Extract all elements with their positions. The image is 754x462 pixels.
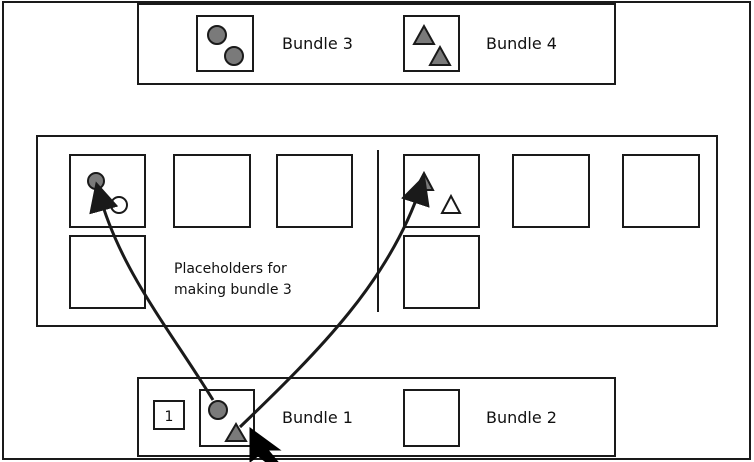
- bundle-2-tile[interactable]: [403, 389, 460, 447]
- placeholder-tile[interactable]: [622, 154, 700, 228]
- filled-circle-icon: [87, 172, 105, 190]
- drag-arrow-circle: [89, 181, 215, 401]
- empty-triangle-icon: [440, 193, 462, 214]
- placeholder-slot-triangles[interactable]: [403, 154, 480, 228]
- count-badge-frame: [153, 400, 185, 430]
- bundle-1-tile[interactable]: [199, 389, 255, 447]
- count-badge-value: 1: [165, 409, 174, 425]
- bundle-1-item[interactable]: Bundle 1: [199, 389, 353, 447]
- count-badge: 1: [153, 400, 185, 430]
- bundle-3-label: Bundle 3: [282, 34, 353, 53]
- bundle-3-tile[interactable]: [196, 15, 254, 72]
- triangle-icon: [224, 422, 248, 442]
- placeholder-tile[interactable]: [173, 154, 251, 228]
- arrow-cursor-icon: [249, 427, 282, 462]
- top-bundle-bar: Bundle 3 Bundle 4: [137, 3, 616, 85]
- bundle-2-label: Bundle 2: [486, 408, 557, 427]
- placeholder-caption-line2: making bundle 3: [174, 282, 292, 298]
- placeholder-tile[interactable]: [69, 235, 146, 309]
- empty-circle-icon: [110, 196, 128, 214]
- bundle-1-label: Bundle 1: [282, 408, 353, 427]
- bundle-4-item[interactable]: Bundle 4: [403, 15, 557, 72]
- bundle-4-label: Bundle 4: [486, 34, 557, 53]
- placeholder-caption-line1: Placeholders for: [174, 261, 287, 277]
- placeholder-tile[interactable]: [403, 235, 480, 309]
- two-circles-icon: [207, 25, 244, 66]
- two-triangles-icon: [412, 23, 452, 66]
- bundle-3-item[interactable]: Bundle 3: [196, 15, 353, 72]
- bottom-bundle-bar: 1 Bundle 1 Bundle 2: [137, 377, 616, 457]
- drag-arrow-triangle: [238, 174, 430, 429]
- placeholder-panel: Placeholders for making bundle 3: [36, 135, 718, 327]
- placeholder-tile[interactable]: [512, 154, 590, 228]
- placeholder-tile[interactable]: [276, 154, 353, 228]
- circle-icon: [208, 400, 228, 420]
- bundle-2-item[interactable]: Bundle 2: [403, 389, 557, 447]
